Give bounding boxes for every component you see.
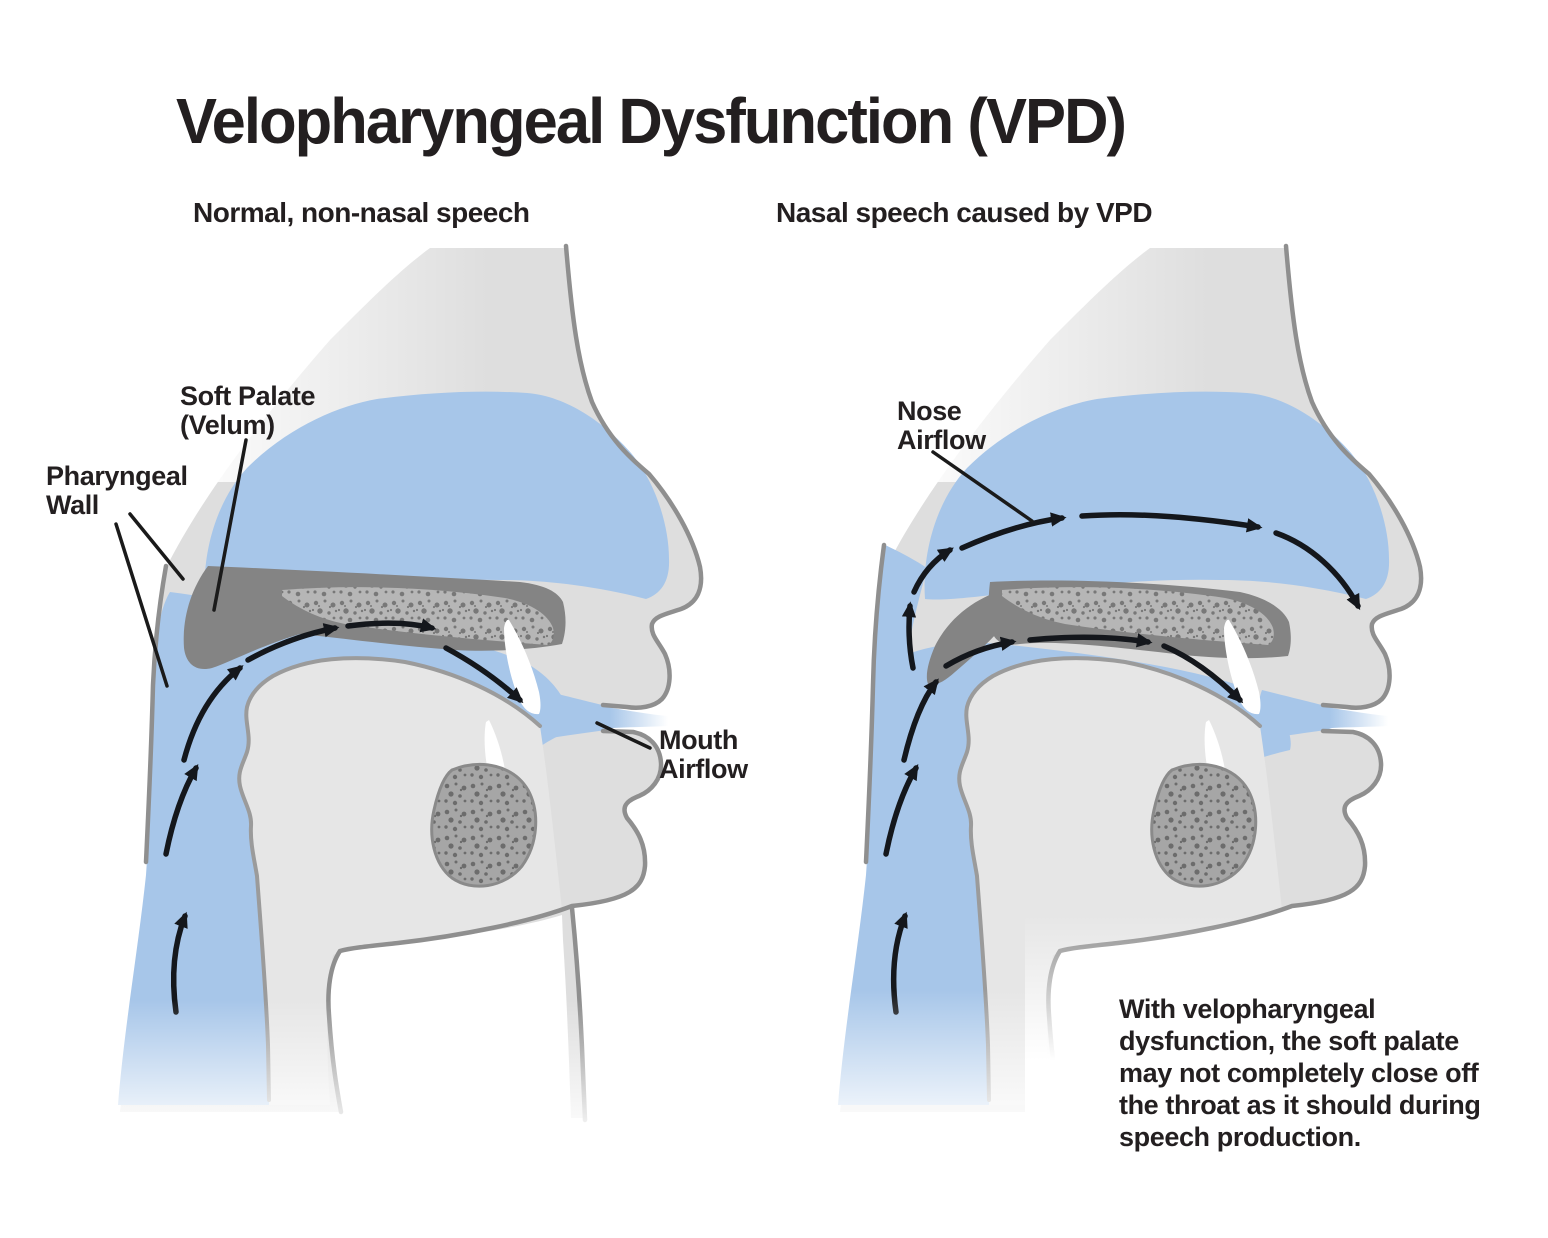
pharyngeal-wall-leader-line-lower — [114, 522, 169, 688]
nasal-cavity — [204, 391, 670, 600]
nasal-cavity — [924, 391, 1390, 600]
right-head-figure — [790, 232, 1548, 1238]
soft-palate-drooping — [926, 588, 1014, 685]
tongue-outline — [237, 656, 542, 1102]
label-mouth-airflow: Mouth Airflow — [659, 725, 748, 784]
subtitle-nasal-speech: Nasal speech caused by VPD — [776, 197, 1153, 228]
upper-tooth — [504, 619, 541, 715]
pharyngeal-wall-leader-line-upper — [128, 512, 185, 581]
upper-tooth — [1224, 619, 1261, 715]
jaw-bone — [1150, 762, 1258, 888]
vpd-explanation-caption: With velopharyngeal dysfunction, the sof… — [1119, 994, 1481, 1152]
hard-palate-bone — [282, 587, 554, 645]
label-nose-airflow: Nose Airflow — [897, 396, 986, 455]
label-leader-lines — [114, 438, 1034, 750]
pharyngeal-wall-line — [143, 563, 169, 865]
mouth-exit-airflow — [1258, 690, 1388, 739]
nose-and-mouth-airflow-arrows — [883, 511, 1361, 1015]
pharyngeal-wall-line — [863, 542, 887, 865]
hard-palate-bone — [1002, 587, 1274, 645]
mouth-exit-airflow — [538, 690, 668, 739]
soft-palate-leader-line — [212, 438, 248, 612]
label-pharyngeal-wall: Pharyngeal Wall — [46, 461, 188, 520]
mouth-airflow-arrows — [163, 618, 524, 1015]
pharynx-oral-airway — [118, 592, 571, 1105]
label-soft-palate: Soft Palate (Velum) — [180, 381, 316, 440]
jaw-bone — [430, 762, 538, 888]
page-title: Velopharyngeal Dysfunction (VPD) — [176, 85, 1127, 157]
subtitle-normal-speech: Normal, non-nasal speech — [193, 197, 530, 228]
left-head-figure — [55, 232, 704, 1238]
mouth-airflow-leader-line — [595, 721, 652, 750]
nose-airflow-leader-line — [931, 450, 1034, 523]
